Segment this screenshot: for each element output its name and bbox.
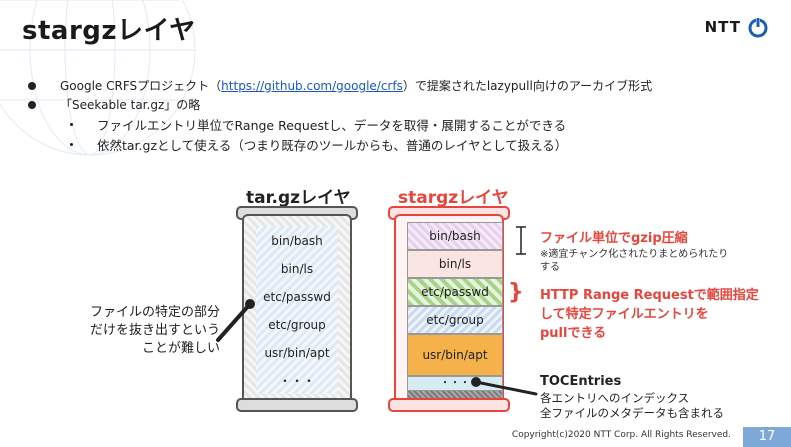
range-note-line: して特定ファイルエントリを: [540, 307, 709, 322]
power-icon: [748, 17, 768, 38]
sub-bullet-text: ファイルエントリ単位でRange Requestし、データを取得・展開することが…: [97, 117, 567, 133]
range-note: HTTP Range Requestで範囲指定 して特定ファイルエントリを pu…: [540, 286, 759, 343]
bracket-icon: [516, 226, 526, 255]
tar-file: ・・・: [278, 374, 315, 388]
sub-bullet-item: 依然tar.gzとして使える（つまり既存のツールからも、普通のレイヤとして扱える…: [70, 134, 652, 154]
sub-bullet-dot-icon: [70, 142, 73, 146]
sub-bullet-item: ファイルエントリ単位でRange Requestし、データを取得・展開することが…: [70, 114, 652, 134]
crfs-link[interactable]: https://github.com/google/crfs: [221, 79, 403, 93]
range-note-line: pullできる: [540, 326, 607, 341]
stargz-file: usr/bin/apt: [407, 334, 503, 376]
bullet-text: 「Seekable tar.gz」の略: [60, 98, 201, 112]
scroll-bottom-roll: [236, 398, 358, 412]
pointer-arrow-icon: [216, 299, 255, 342]
stargz-file: bin/bash: [407, 222, 503, 250]
tar-file: bin/bash: [271, 234, 323, 248]
left-note: ファイルの特定の部分 だけを抜き出すという ことが難しい: [40, 304, 220, 358]
scroll-bottom-roll: [388, 398, 510, 412]
sub-bullet-text: 依然tar.gzとして使える（つまり既存のツールからも、普通のレイヤとして扱える…: [97, 137, 568, 153]
range-note-line: HTTP Range Requestで範囲指定: [540, 288, 759, 303]
left-note-line: ファイルの特定の部分: [89, 305, 220, 320]
toc-desc: 各エントリへのインデックス 全ファイルのメタデータも含まれる: [540, 391, 724, 421]
stargz-scroll: bin/bash bin/ls etc/passwd etc/group usr…: [394, 214, 504, 404]
bullet-suffix: ）で提案されたlazypull向けのアーカイブ形式: [402, 79, 653, 93]
left-note-line: ことが難しい: [141, 341, 220, 356]
globe-background-icon: [0, 0, 196, 156]
ntt-logo: NTT: [705, 16, 769, 38]
tar-file: etc/group: [268, 318, 326, 332]
bullet-item: 「Seekable tar.gz」の略: [28, 95, 652, 114]
toc-title: TOCEntries: [540, 374, 622, 389]
stargz-file-area: bin/bash bin/ls etc/passwd etc/group usr…: [407, 222, 503, 404]
bullet-dot-icon: [28, 81, 36, 90]
toc-pointer-icon: [471, 377, 538, 396]
tar-file: usr/bin/apt: [264, 346, 330, 360]
gzip-note-line: ※適宜チャンク化されたりまとめられたり: [540, 249, 729, 260]
copyright: Copyright(c)2020 NTT Corp. All Rights Re…: [511, 430, 731, 440]
stargz-heading: stargzレイヤ: [398, 188, 509, 208]
logo-text: NTT: [704, 18, 741, 36]
bullet-item: Google CRFSプロジェクト（https://github.com/goo…: [28, 76, 652, 95]
sub-bullet-dot-icon: [70, 122, 73, 126]
bullet-list: Google CRFSプロジェクト（https://github.com/goo…: [28, 76, 652, 154]
red-brace-icon: }: [508, 280, 524, 305]
stargz-file: etc/group: [407, 306, 503, 334]
left-note-line: だけを抜き出すという: [89, 323, 220, 338]
stargz-file: etc/passwd: [407, 278, 503, 306]
tar-heading: tar.gzレイヤ: [246, 188, 351, 208]
page-title: stargzレイヤ: [22, 16, 196, 46]
gzip-note-sub: ※適宜チャンク化されたりまとめられたり する: [540, 248, 728, 274]
bullet-text: Google CRFSプロジェクト（https://github.com/goo…: [60, 77, 652, 94]
tar-file-area: bin/bash bin/ls etc/passwd etc/group usr…: [256, 226, 338, 394]
stargz-file: bin/ls: [407, 250, 503, 278]
gzip-note-line: する: [540, 262, 560, 273]
bullet-prefix: Google CRFSプロジェクト（: [60, 79, 222, 93]
bullet-dot-icon: [28, 100, 36, 109]
toc-desc-line: 全ファイルのメタデータも含まれる: [540, 406, 724, 420]
tar-file: bin/ls: [280, 262, 314, 276]
gzip-note-title: ファイル単位でgzip圧縮: [540, 231, 688, 246]
tar-file: etc/passwd: [263, 290, 331, 304]
toc-desc-line: 各エントリへのインデックス: [540, 391, 690, 405]
page-number: 17: [743, 427, 791, 447]
